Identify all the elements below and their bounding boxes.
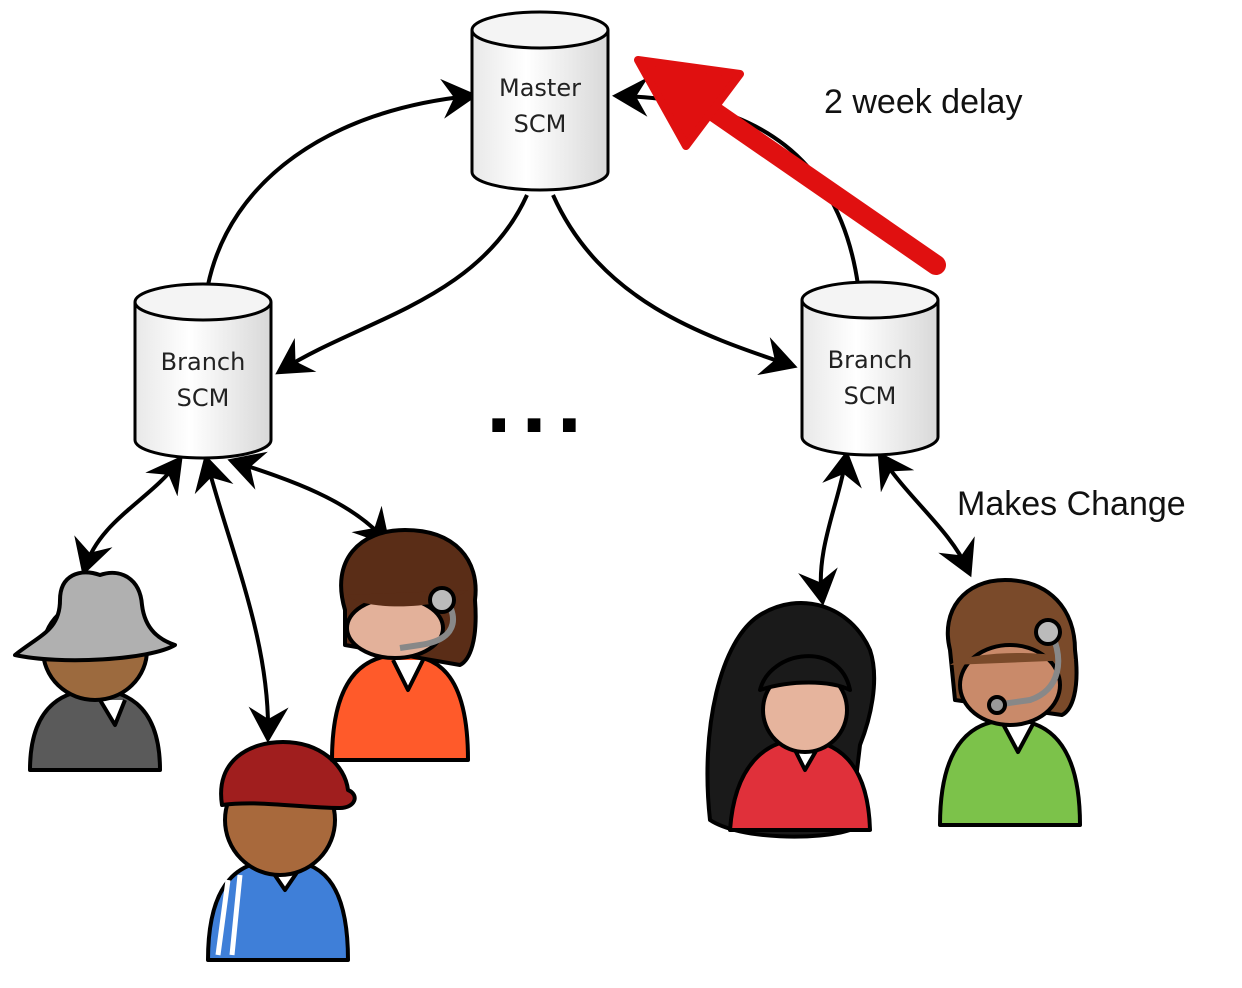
- branch-scm-left-database: Branch SCM: [133, 282, 273, 460]
- connector-master-to-left-up: [206, 78, 478, 286]
- ellipsis: ...: [485, 365, 591, 449]
- connector-right-user1: [798, 450, 862, 606]
- user-gray-hat-icon: [13, 570, 177, 772]
- connector-master-to-left-down: [275, 194, 529, 375]
- user-headset-icon: [938, 578, 1082, 827]
- user-red-cap-icon: [206, 740, 357, 962]
- connector-left-user1: [74, 455, 183, 576]
- branch-left-label-line2: SCM: [177, 384, 230, 412]
- connector-left-user2: [194, 454, 289, 743]
- master-scm-label-line1: Master: [499, 74, 581, 102]
- master-scm-label-line2: SCM: [514, 110, 567, 138]
- connectors: [74, 76, 975, 743]
- branch-right-label-line2: SCM: [844, 382, 897, 410]
- connector-left-user3: [227, 451, 391, 547]
- branch-scm-right-database: Branch SCM: [800, 280, 940, 457]
- user-long-hair-icon: [705, 600, 877, 839]
- connector-master-to-right-down: [551, 194, 798, 376]
- branch-left-label-line1: Branch: [161, 348, 246, 376]
- user-headset-icon: [330, 528, 478, 762]
- master-scm-database: Master SCM: [470, 10, 610, 192]
- delay-arrow: [634, 56, 946, 275]
- connector-right-user2: [877, 451, 975, 578]
- delay-annotation: 2 week delay: [824, 83, 1022, 121]
- branch-right-label-line1: Branch: [828, 346, 913, 374]
- makes-change-annotation: Makes Change: [957, 485, 1186, 523]
